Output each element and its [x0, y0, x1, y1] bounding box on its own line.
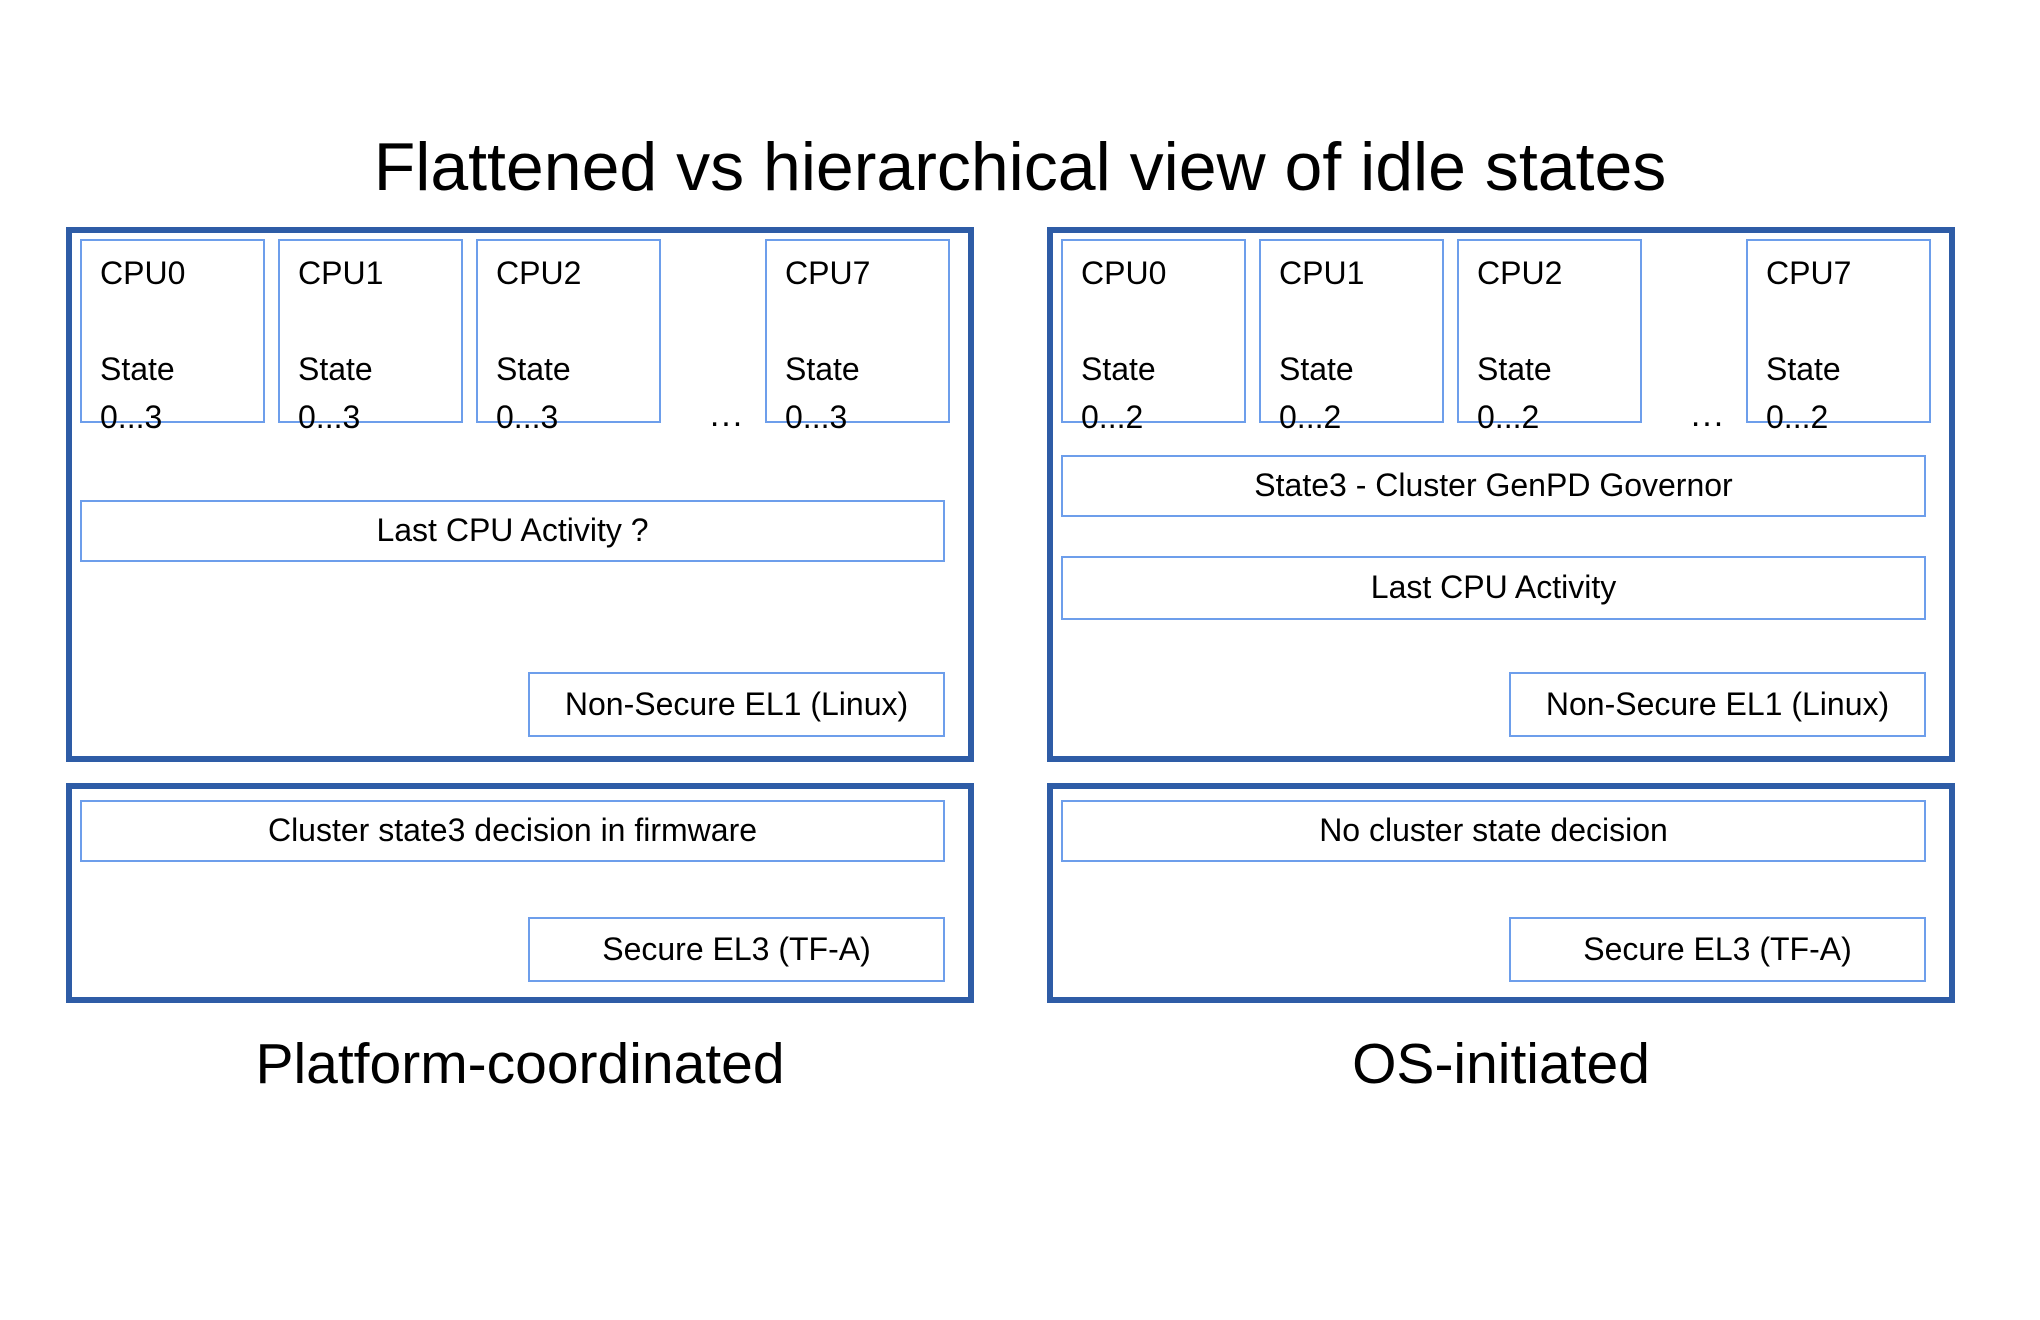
- platform-last-cpu-activity-box: Last CPU Activity ?: [80, 500, 945, 562]
- platform-cpu7-box: CPU7 State 0...3: [765, 239, 950, 435]
- cpu-name: CPU2: [1477, 255, 1563, 291]
- no-cluster-decision-label: No cluster state decision: [1319, 812, 1668, 849]
- cpu-state-word: State: [785, 351, 860, 387]
- cpu-state-range: 0...2: [1766, 399, 1829, 435]
- cpu-name: CPU0: [1081, 255, 1167, 291]
- platform-cluster-decision-box: Cluster state3 decision in firmware: [80, 800, 945, 862]
- genpd-governor-label: State3 - Cluster GenPD Governor: [1254, 467, 1733, 504]
- osi-no-cluster-decision-box: No cluster state decision: [1061, 800, 1926, 862]
- cpu-text-spacer: [1081, 297, 1228, 345]
- osi-nonsecure-el1-box: Non-Secure EL1 (Linux): [1509, 672, 1926, 737]
- nonsecure-el1-label: Non-Secure EL1 (Linux): [564, 685, 909, 722]
- cpu-state-word: State: [100, 351, 175, 387]
- slide-title: Flattened vs hierarchical view of idle s…: [373, 129, 1667, 205]
- cpu-state-word: State: [1477, 351, 1552, 387]
- cpu-state-range: 0...3: [298, 399, 361, 435]
- platform-coordinated-label: Platform-coordinated: [255, 1032, 785, 1096]
- cpu-state-range: 0...3: [496, 399, 559, 435]
- last-cpu-activity-label: Last CPU Activity ?: [376, 512, 649, 549]
- cpu-state-word: State: [1766, 351, 1841, 387]
- cpu-state-range: 0...3: [785, 399, 848, 435]
- cpu-text-spacer: [1477, 297, 1624, 345]
- osi-cpu7-box: CPU7 State 0...2: [1746, 239, 1931, 435]
- osi-genpd-governor-box: State3 - Cluster GenPD Governor: [1061, 455, 1926, 517]
- platform-cpu2-box: CPU2 State 0...3: [476, 239, 661, 435]
- platform-cpu1-box: CPU1 State 0...3: [278, 239, 463, 435]
- cpu-text-spacer: [496, 297, 643, 345]
- cpu-state-range: 0...2: [1081, 399, 1144, 435]
- os-initiated-label: OS-initiated: [1352, 1032, 1650, 1096]
- cpu-name: CPU7: [1766, 255, 1852, 291]
- cpu-text-spacer: [1766, 297, 1913, 345]
- cpu-state-range: 0...2: [1477, 399, 1540, 435]
- cpu-text-spacer: [785, 297, 932, 345]
- cpu-state-range: 0...2: [1279, 399, 1342, 435]
- cpu-name: CPU1: [1279, 255, 1365, 291]
- cpu-name: CPU7: [785, 255, 871, 291]
- secure-el3-label: Secure EL3 (TF-A): [1583, 930, 1852, 967]
- osi-cpu-ellipsis: ...: [1690, 396, 1726, 434]
- cluster-decision-label: Cluster state3 decision in firmware: [267, 812, 758, 849]
- cpu-state-word: State: [1279, 351, 1354, 387]
- cpu-state-range: 0...3: [100, 399, 163, 435]
- osi-cpu0-box: CPU0 State 0...2: [1061, 239, 1246, 435]
- platform-secure-el3-box: Secure EL3 (TF-A): [528, 917, 945, 982]
- platform-cpu-ellipsis: ...: [709, 396, 745, 434]
- nonsecure-el1-label: Non-Secure EL1 (Linux): [1545, 685, 1890, 722]
- cpu-state-word: State: [1081, 351, 1156, 387]
- cpu-name: CPU0: [100, 255, 186, 291]
- cpu-text-spacer: [298, 297, 445, 345]
- cpu-state-word: State: [496, 351, 571, 387]
- platform-cpu0-box: CPU0 State 0...3: [80, 239, 265, 435]
- secure-el3-label: Secure EL3 (TF-A): [602, 930, 871, 967]
- osi-cpu1-box: CPU1 State 0...2: [1259, 239, 1444, 435]
- cpu-name: CPU2: [496, 255, 582, 291]
- cpu-text-spacer: [1279, 297, 1426, 345]
- cpu-text-spacer: [100, 297, 247, 345]
- platform-nonsecure-el1-box: Non-Secure EL1 (Linux): [528, 672, 945, 737]
- cpu-name: CPU1: [298, 255, 384, 291]
- osi-cpu2-box: CPU2 State 0...2: [1457, 239, 1642, 435]
- osi-last-cpu-activity-box: Last CPU Activity: [1061, 556, 1926, 620]
- osi-secure-el3-box: Secure EL3 (TF-A): [1509, 917, 1926, 982]
- last-cpu-activity-label: Last CPU Activity: [1370, 569, 1617, 606]
- cpu-state-word: State: [298, 351, 373, 387]
